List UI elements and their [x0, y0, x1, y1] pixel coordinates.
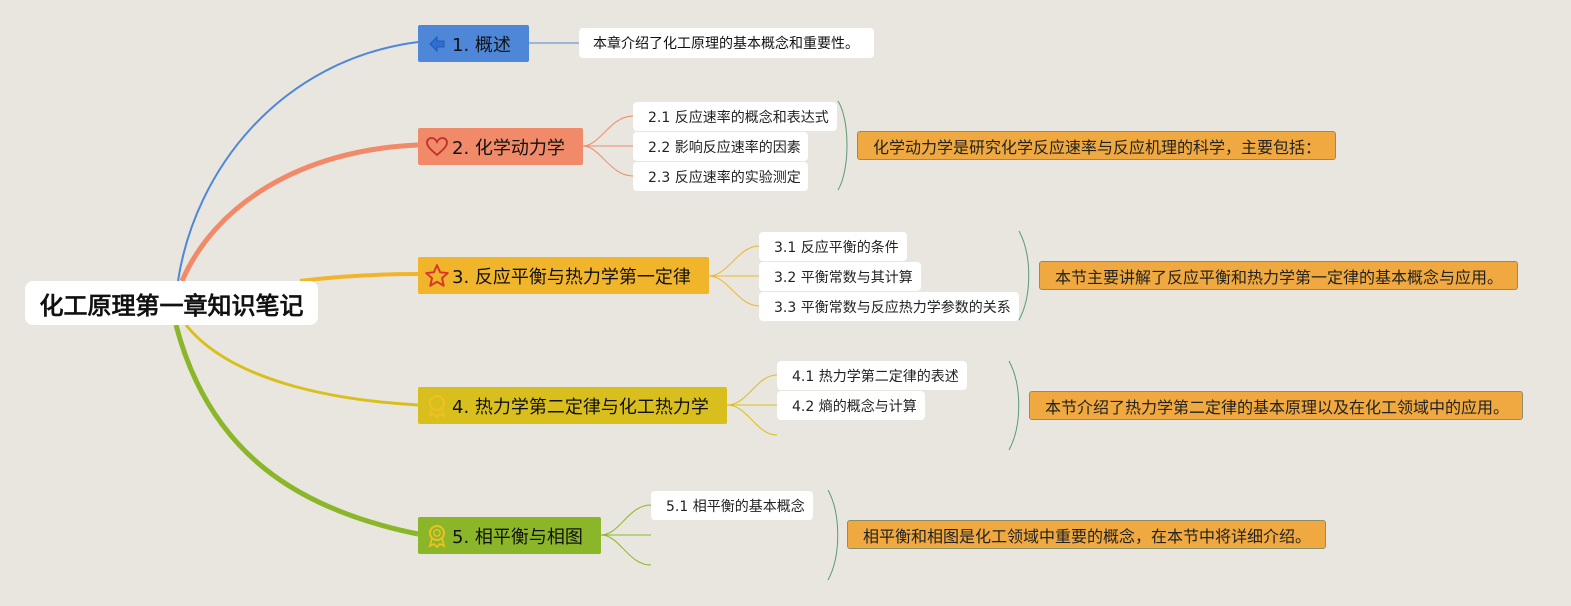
star-icon [424, 263, 450, 289]
subtopic-2-3[interactable]: 2.3 反应速率的实验测定 [633, 162, 808, 191]
link-root-topic2 [179, 142, 419, 282]
topic-3-note[interactable]: 本节主要讲解了反应平衡和热力学第一定律的基本概念与应用。 [1039, 261, 1518, 290]
bracket-topic5 [827, 489, 839, 581]
link-topic5-subs [600, 504, 652, 566]
subtopic-2-1[interactable]: 2.1 反应速率的概念和表达式 [633, 102, 837, 131]
topic-2-label: 2. 化学动力学 [452, 137, 565, 159]
subtopic-2-2[interactable]: 2.2 影响反应速率的因素 [633, 132, 808, 161]
arrows-icon [424, 31, 450, 57]
link-root-topic4 [184, 324, 419, 407]
topic-5-note[interactable]: 相平衡和相图是化工领域中重要的概念，在本节中将详细介绍。 [847, 520, 1326, 549]
badge-icon [424, 393, 450, 419]
subtopic-4-1[interactable]: 4.1 热力学第二定律的表述 [777, 361, 967, 390]
bracket-topic2 [837, 100, 848, 191]
root-topic[interactable]: 化工原理第一章知识笔记 [25, 281, 318, 325]
medal-icon [424, 523, 450, 549]
bracket-topic3 [1018, 230, 1030, 321]
link-root-topic3 [299, 272, 419, 283]
bracket-topic4 [1008, 360, 1020, 451]
subtopic-5-1[interactable]: 5.1 相平衡的基本概念 [651, 491, 813, 520]
topic-1-summary[interactable]: 本章介绍了化工原理的基本概念和重要性。 [579, 28, 874, 58]
topic-2-note[interactable]: 化学动力学是研究化学反应速率与反应机理的科学，主要包括： [857, 131, 1336, 160]
topic-5-label: 5. 相平衡与相图 [452, 526, 583, 548]
link-topic2-subs [582, 115, 634, 177]
link-topic4-subs [726, 374, 778, 436]
topic-2[interactable]: 2. 化学动力学 [418, 128, 583, 165]
link-topic3-subs [708, 245, 760, 307]
topic-4-label: 4. 热力学第二定律与化工热力学 [452, 396, 709, 418]
subtopic-3-3[interactable]: 3.3 平衡常数与反应热力学参数的关系 [759, 292, 1019, 321]
topic-5[interactable]: 5. 相平衡与相图 [418, 517, 601, 554]
subtopic-3-1[interactable]: 3.1 反应平衡的条件 [759, 232, 907, 261]
topic-3[interactable]: 3. 反应平衡与热力学第一定律 [418, 257, 709, 294]
topic-1-label: 1. 概述 [452, 34, 511, 56]
topic-3-label: 3. 反应平衡与热力学第一定律 [452, 266, 691, 288]
topic-4[interactable]: 4. 热力学第二定律与化工热力学 [418, 387, 727, 424]
link-root-topic1 [177, 41, 419, 282]
topic-1[interactable]: 1. 概述 [418, 25, 529, 62]
link-root-topic5 [173, 324, 419, 537]
subtopic-3-2[interactable]: 3.2 平衡常数与其计算 [759, 262, 921, 291]
subtopic-4-2[interactable]: 4.2 熵的概念与计算 [777, 391, 925, 420]
heart-icon [424, 134, 450, 160]
topic-4-note[interactable]: 本节介绍了热力学第二定律的基本原理以及在化工领域中的应用。 [1029, 391, 1523, 420]
